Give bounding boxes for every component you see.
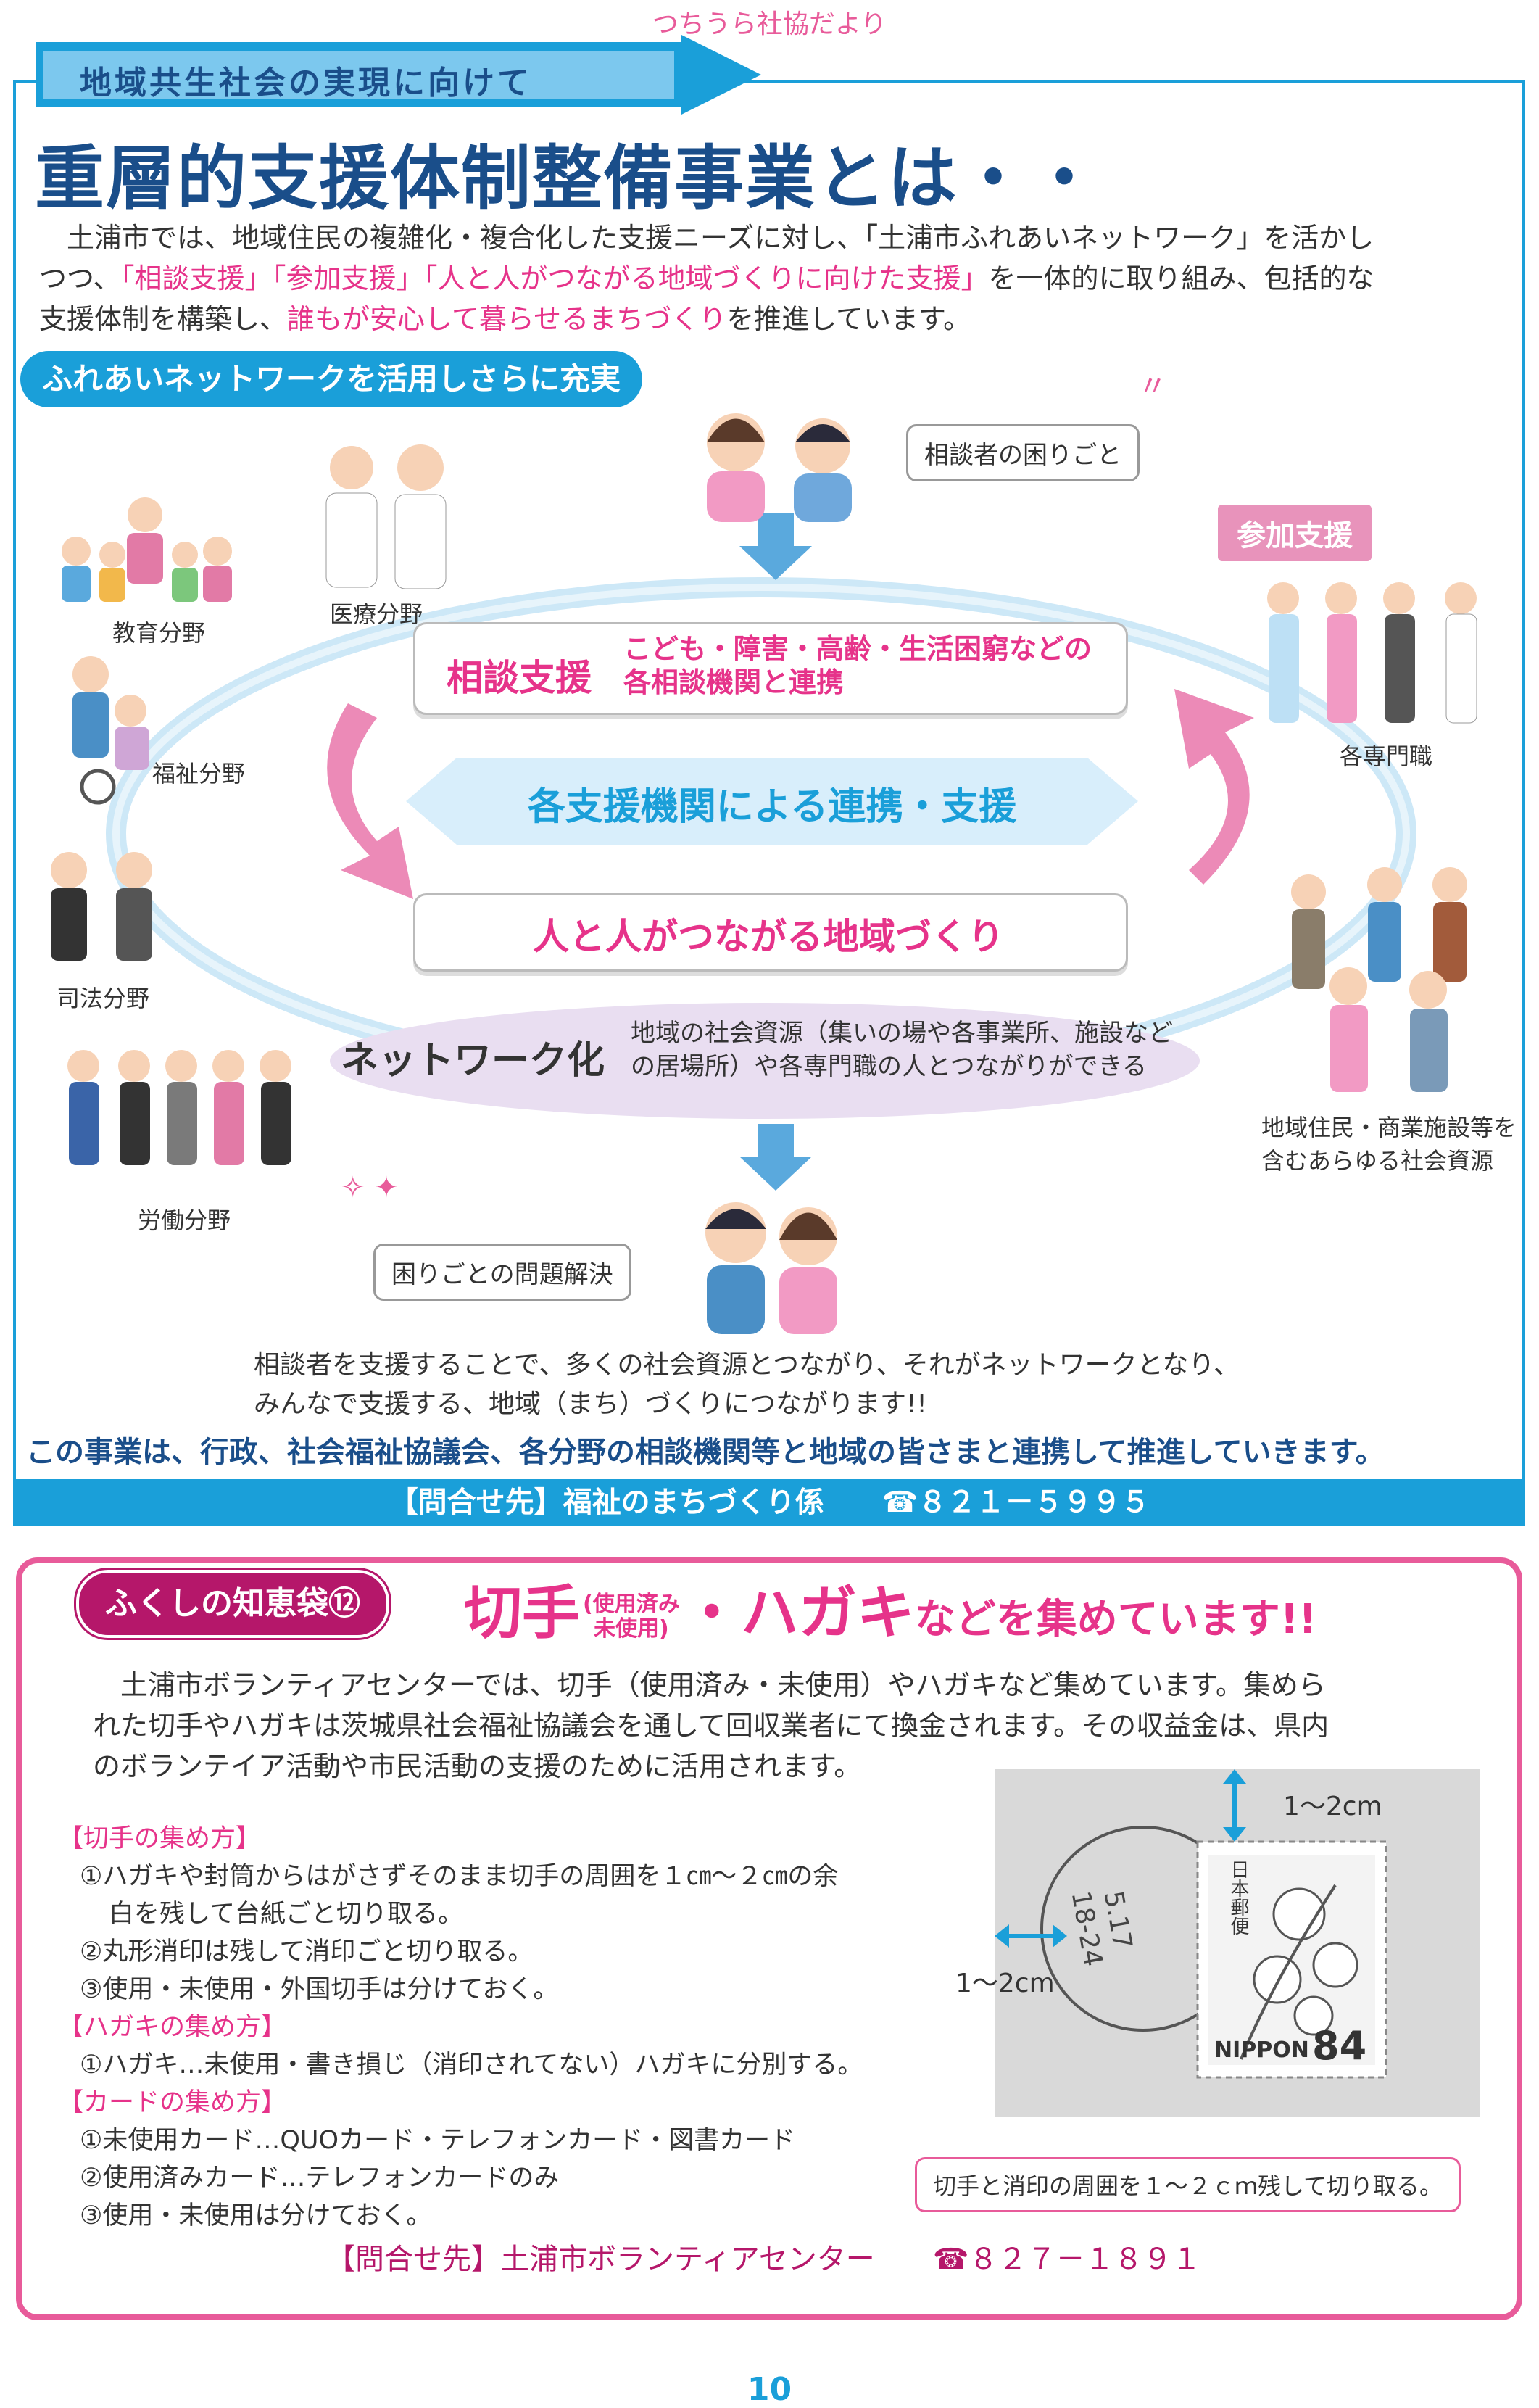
- consulters-illustration: [707, 413, 852, 522]
- field-labor: 労働分野: [138, 1207, 231, 1234]
- dimension-arrow-left: [995, 1924, 1067, 1948]
- consult-support-box: [413, 622, 1128, 715]
- network-description: 地域の社会資源（集いの場や各事業所、施設など の居場所）や各専門職の人とつながり…: [631, 1017, 1173, 1083]
- collection-instructions: 【切手の集め方】 ①ハガキや封筒からはがさずそのまま切手の周囲を１㎝～２㎝の余 …: [58, 1820, 863, 2235]
- stamp-value: 84: [1312, 2023, 1367, 2069]
- down-arrow-2: [739, 1124, 812, 1191]
- card-step-3: ③使用・未使用は分けておく。: [80, 2201, 432, 2230]
- postcard-step-1: ①ハガキ…未使用・書き損じ（消印されてない）ハガキに分別する。: [80, 2051, 863, 2080]
- summary-text: 相談者を支援することで、多くの社会資源とつながり、それがネットワークとなり、 み…: [254, 1346, 1240, 1424]
- welfare-illustration: [72, 656, 149, 805]
- intro-line-2b: を一体的に取り組み、包括的な: [988, 262, 1374, 294]
- stamp-country: 日本郵便: [1227, 1860, 1249, 1935]
- body-line-2: れた切手やハガキは茨城県社会福祉協議会を通して回収業者にて換金されます。その収益…: [93, 1710, 1329, 1742]
- network-desc-line-1: 地域の社会資源（集いの場や各事業所、施設など: [631, 1019, 1173, 1048]
- participation-support-tag: 参加支援: [1218, 505, 1372, 561]
- network-label: ネットワーク化: [341, 1039, 605, 1083]
- field-judicial: 司法分野: [57, 985, 150, 1012]
- bottom-body: 土浦市ボランティアセンターでは、切手（使用済み・未使用）やハガキなど集めています…: [93, 1665, 1470, 1787]
- consult-desc-line-1: こども・障害・高齢・生活困窮などの: [623, 633, 1092, 665]
- caption-bubble: 切手と消印の周囲を１～２ｃｍ残して切り取る。: [915, 2157, 1461, 2212]
- field-professionals: 各専門職: [1340, 742, 1433, 770]
- body-line-3: のボランテイア活動や市民活動の支援のために活用されます。: [93, 1750, 862, 1782]
- trouble-bubble: 相談者の困りごと: [906, 424, 1140, 481]
- stamp-heading: 【切手の集め方】: [58, 1824, 262, 1853]
- community-text: 人と人がつながる地域づくり: [533, 916, 1004, 958]
- down-arrow-1: [739, 513, 812, 580]
- subheading-pill: ふれあいネットワークを活用しさらに充実: [20, 351, 643, 407]
- welfare-contact: 【問合せ先】福祉のまちづくり係 ☎８２１－５９９５: [14, 1479, 1525, 1526]
- judicial-illustration: [51, 852, 152, 961]
- postcard-heading: 【ハガキの集め方】: [58, 2013, 287, 2042]
- stamp-nippon: NIPPON: [1214, 2037, 1309, 2063]
- title-paren-used: 使用済み: [592, 1592, 680, 1618]
- field-welfare: 福祉分野: [152, 760, 246, 787]
- intro-line-3b: を推進しています。: [726, 303, 971, 335]
- labor-illustration: [67, 1050, 291, 1165]
- page-title: 重層的支援体制整備事業とは・・: [35, 138, 1100, 219]
- consult-description: こども・障害・高齢・生活困窮などの 各相談機関と連携: [623, 632, 1092, 699]
- banner-arrow: [36, 35, 761, 115]
- promise-text: この事業は、行政、社会福祉協議会、各分野の相談機関等と地域の皆さまと連携して推進…: [26, 1436, 1385, 1469]
- residents-line-2: 含むあらゆる社会資源: [1261, 1147, 1494, 1175]
- solved-people-illustration: [705, 1202, 837, 1334]
- field-education: 教育分野: [112, 619, 206, 647]
- cooperation-text: 各支援機関による連携・支援: [527, 785, 1017, 829]
- consult-tag: 相談支援: [447, 657, 592, 699]
- intro-line-1: 土浦市では、地域住民の複雑化・複合化した支援ニーズに対し、「土浦市ふれあいネット…: [67, 222, 1374, 254]
- dimension-label-top: 1～2cm: [1283, 1792, 1382, 1821]
- cooperation-banner: [406, 758, 1138, 845]
- medical-illustration: [325, 444, 447, 589]
- summary-line-2: みんなで支援する、地域（まち）づくりにつながります!!: [254, 1389, 927, 1419]
- professionals-illustration: [1267, 582, 1477, 724]
- residents-illustration: [1291, 867, 1467, 1092]
- card-step-2: ②使用済みカード…テレフォンカードのみ: [80, 2164, 560, 2193]
- title-paren: (使用済み未使用): [583, 1592, 680, 1642]
- field-medical: 医療分野: [330, 600, 423, 628]
- intro-line-2-highlight: 「相談支援」「参加支援」「人と人がつながる地域づくりに向けた支援」: [120, 262, 989, 294]
- sparkle-icon: ✧ ✦: [341, 1171, 399, 1204]
- network-glow: [330, 1003, 1200, 1119]
- title-collecting: などを集めています!!: [914, 1596, 1317, 1643]
- card-step-1: ①未使用カード…QUOカード・テレフォンカード・図書カード: [80, 2126, 796, 2155]
- intro-line-3-highlight: 誰もが安心して暮らせるまちづくり: [287, 303, 727, 335]
- consult-desc-line-2: 各相談機関と連携: [623, 666, 845, 698]
- bottom-title: 切手(使用済み未使用)・ハガキなどを集めています!!: [464, 1566, 1317, 1650]
- field-residents: 地域住民・商業施設等を 含むあらゆる社会資源: [1261, 1111, 1517, 1178]
- network-desc-line-2: の居場所）や各専門職の人とつながりができる: [631, 1052, 1147, 1081]
- body-line-1: 土浦市ボランティアセンターでは、切手（使用済み・未使用）やハガキなど集めています…: [120, 1669, 1326, 1701]
- solved-bubble: 困りごとの問題解決: [373, 1244, 631, 1301]
- newsletter-name: つちうら社協だより: [652, 9, 887, 39]
- title-postcards: ・ハガキ: [682, 1579, 915, 1647]
- pink-curved-arrow-left: [327, 703, 413, 899]
- pink-curved-arrow-right: [1174, 689, 1254, 885]
- intro-line-3a: 支援体制を構築し、: [39, 303, 288, 335]
- banner-text: 地域共生社会の実現に向けて: [80, 65, 532, 102]
- volunteer-contact: 【問合せ先】土浦市ボランティアセンター ☎８２７－１８９１: [326, 2243, 1201, 2276]
- card-heading: 【カードの集め方】: [58, 2088, 287, 2117]
- education-illustration: [62, 497, 232, 602]
- title-paren-unused: 未使用: [594, 1616, 659, 1642]
- intro-line-2a: つつ、: [39, 262, 121, 294]
- stamp-step-2: ②丸形消印は残して消印ごと切り取る。: [80, 1937, 534, 1966]
- summary-line-1: 相談者を支援することで、多くの社会資源とつながり、それがネットワークとなり、: [254, 1350, 1240, 1380]
- intro-paragraph: 土浦市では、地域住民の複雑化・複合化した支援ニーズに対し、「土浦市ふれあいネット…: [39, 218, 1503, 339]
- residents-line-1: 地域住民・商業施設等を: [1261, 1114, 1517, 1141]
- dimension-arrow-top: [1223, 1769, 1246, 1842]
- stamp-photo-drawing: [1040, 1826, 1387, 2079]
- community-box: [413, 893, 1128, 972]
- stamp-step-1b: 白を残して台紙ごと切り取る。: [109, 1900, 463, 1929]
- title-stamps: 切手: [464, 1579, 580, 1647]
- page-number: 10: [747, 2371, 792, 2408]
- wisdom-tab: ふくしの知恵袋⑫: [76, 1570, 389, 1638]
- dimension-label-left: 1～2cm: [955, 1969, 1055, 1998]
- stamp-step-1a: ①ハガキや封筒からはがさずそのまま切手の周囲を１㎝～２㎝の余: [80, 1862, 839, 1891]
- stamp-step-3: ③使用・未使用・外国切手は分けておく。: [80, 1975, 559, 2004]
- sweat-icon: 〃: [1138, 370, 1167, 403]
